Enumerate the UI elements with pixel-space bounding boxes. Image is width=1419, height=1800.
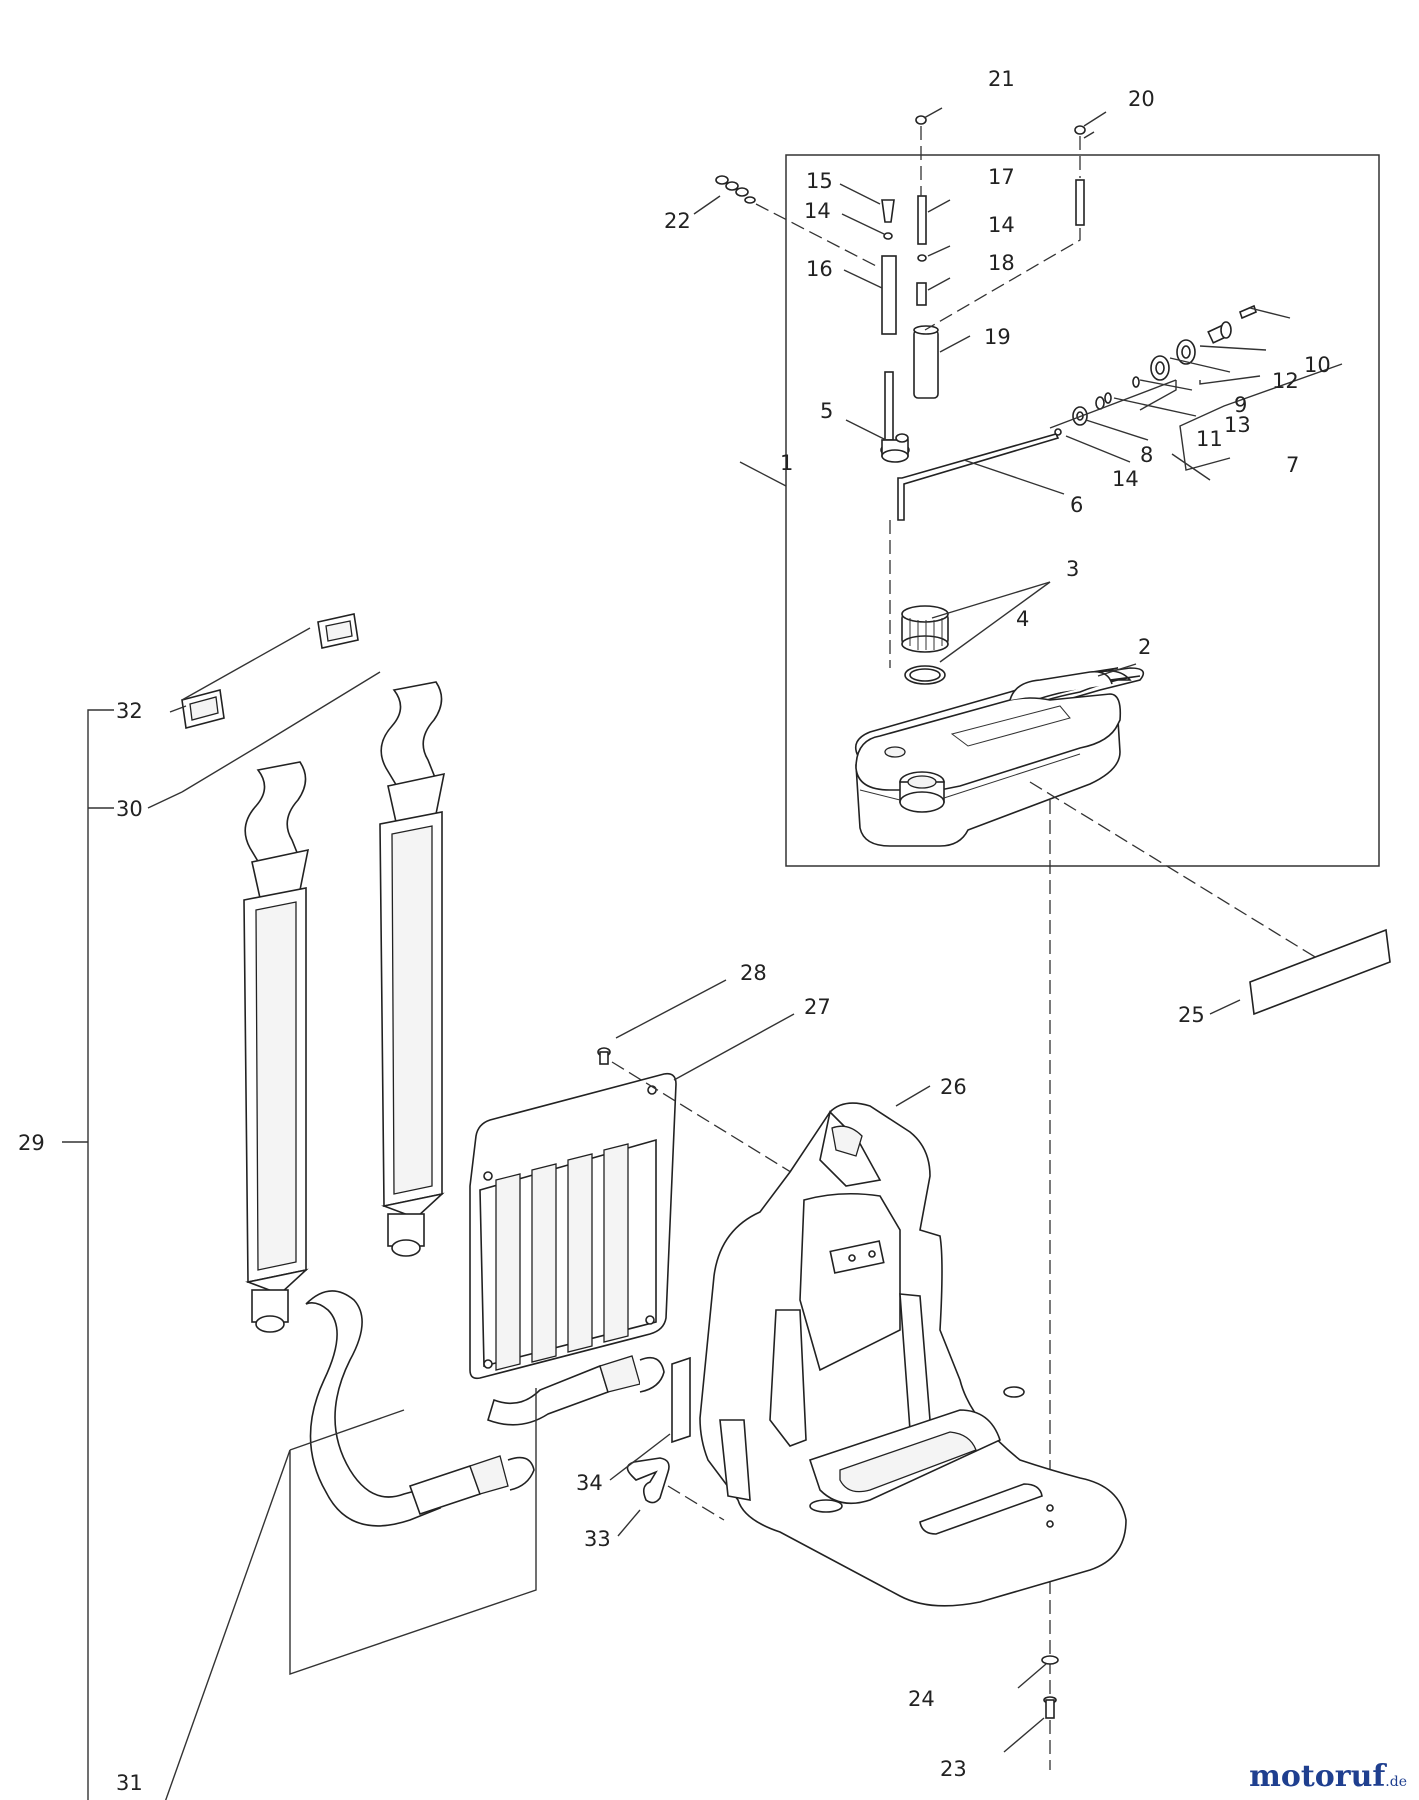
part-31-waist-belt [305, 1290, 665, 1527]
part-10-clip [1239, 304, 1257, 320]
label-14-c: 14 [1112, 467, 1139, 491]
label-29: 29 [18, 1131, 45, 1155]
part-32-buckle-a [317, 613, 359, 649]
tank-assembly-frame [785, 154, 1380, 867]
label-7: 7 [1286, 453, 1299, 477]
label-14-b: 14 [988, 213, 1015, 237]
label-14-a: 14 [804, 199, 831, 223]
part-15-fuel-filter [881, 199, 895, 223]
watermark-brand: motoruf [1249, 1759, 1386, 1794]
part-22-clip [715, 175, 756, 204]
label-20: 20 [1128, 87, 1155, 111]
part-16-tube [881, 255, 897, 335]
part-18-nipple [916, 282, 927, 306]
label-11: 11 [1196, 427, 1223, 451]
label-6: 6 [1070, 493, 1083, 517]
part-25-decal [1249, 928, 1391, 1016]
part-5-pickup [880, 371, 910, 463]
part-11-washer-b [1104, 392, 1112, 404]
label-1: 1 [780, 451, 793, 475]
label-23: 23 [940, 1757, 967, 1781]
label-17: 17 [988, 165, 1015, 189]
part-9-nut-b [1176, 339, 1196, 365]
part-20-pin [1075, 179, 1085, 226]
part-14-oring-b [917, 254, 927, 262]
label-32: 32 [116, 699, 143, 723]
label-16: 16 [806, 257, 833, 281]
label-15: 15 [806, 169, 833, 193]
part-24-washer [1041, 1655, 1059, 1665]
part-28-screw [597, 1047, 611, 1065]
watermark-logo: motoruf.de [1249, 1759, 1407, 1794]
part-20-cap [1074, 125, 1086, 135]
label-8: 8 [1140, 443, 1153, 467]
part-13-oring [1132, 376, 1140, 388]
label-27: 27 [804, 995, 831, 1019]
part-19-filter-body [913, 329, 939, 399]
label-25: 25 [1178, 1003, 1205, 1027]
part-27-back-pad [469, 1072, 677, 1380]
part-33-hook [626, 1457, 670, 1504]
label-4: 4 [1016, 607, 1029, 631]
part-14-oring [883, 232, 893, 240]
part-labels: 1 2 3 4 5 6 7 8 9 10 11 12 13 14 14 14 1… [18, 67, 1331, 1795]
part-26-backpack-frame [699, 1102, 1127, 1607]
part-32-buckle-b [181, 688, 225, 730]
label-34: 34 [576, 1471, 603, 1495]
label-26: 26 [940, 1075, 967, 1099]
part-2-fuel-tank [854, 667, 1145, 847]
part-17-pin [917, 195, 927, 245]
label-28: 28 [740, 961, 767, 985]
part-34-decal [671, 1356, 691, 1444]
part-9-nut [1150, 355, 1170, 381]
label-22: 22 [664, 209, 691, 233]
label-9: 9 [1234, 393, 1247, 417]
label-13: 13 [1224, 413, 1251, 437]
leader-lines [62, 107, 1343, 1800]
label-12: 12 [1272, 369, 1299, 393]
watermark-tld: .de [1385, 1774, 1407, 1790]
label-31: 31 [116, 1771, 143, 1795]
label-10: 10 [1304, 353, 1331, 377]
part-14-oring-c [1054, 428, 1062, 436]
label-18: 18 [988, 251, 1015, 275]
part-30-shoulder-strap-right [379, 681, 446, 1257]
label-33: 33 [584, 1527, 611, 1551]
part-30-shoulder-strap-left [243, 761, 310, 1333]
part-23-screw [1043, 1696, 1057, 1719]
part-4-gasket [904, 665, 946, 685]
part-21-cap [915, 115, 927, 125]
label-24: 24 [908, 1687, 935, 1711]
label-5: 5 [820, 399, 833, 423]
part-6-pipe [897, 433, 1060, 521]
part-12-fitting [1207, 321, 1232, 344]
label-30: 30 [116, 797, 143, 821]
label-2: 2 [1138, 635, 1151, 659]
label-21: 21 [988, 67, 1015, 91]
part-3-fuel-cap [901, 605, 949, 653]
label-19: 19 [984, 325, 1011, 349]
label-3: 3 [1066, 557, 1079, 581]
